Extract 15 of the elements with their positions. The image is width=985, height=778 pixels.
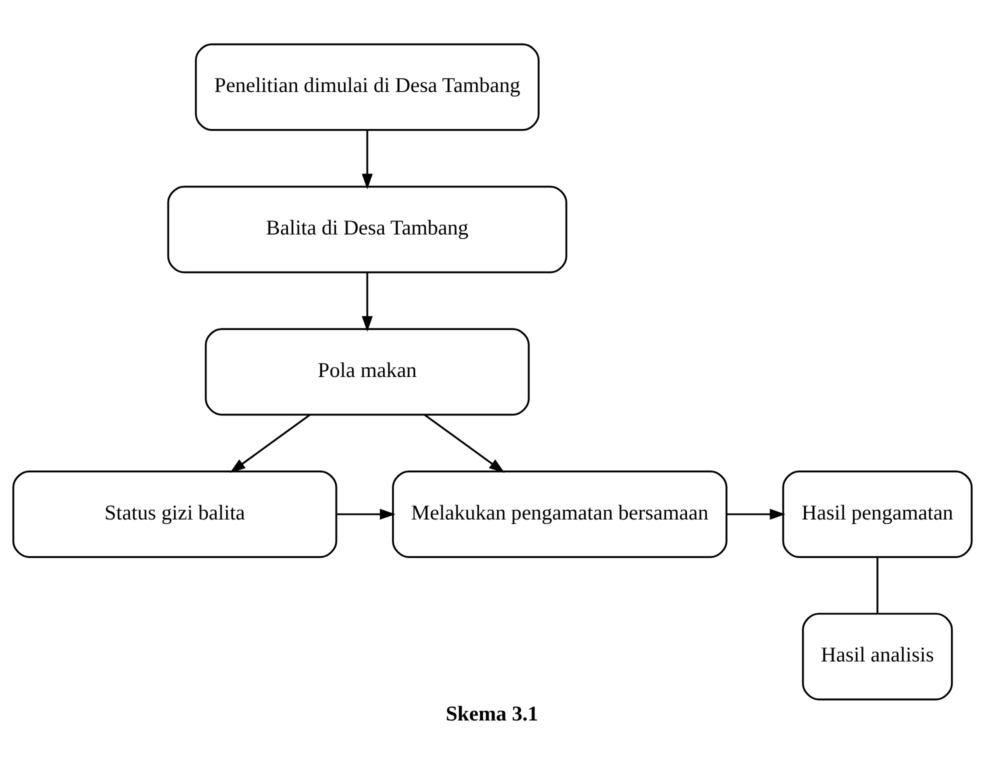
node-box: Balita di Desa Tambang [167, 186, 568, 274]
node-box: Status gizi balita [12, 470, 338, 558]
connector [876, 557, 878, 614]
node-box: Penelitian dimulai di Desa Tambang [194, 43, 540, 131]
arrow [424, 414, 505, 473]
arrow [336, 508, 396, 520]
caption: Skema 3.1 [446, 701, 538, 726]
arrow [726, 508, 786, 520]
node-box: Hasil analisis [802, 612, 953, 700]
arrow [230, 414, 311, 473]
arrow [362, 272, 373, 332]
node-box: Pola makan [204, 328, 530, 416]
arrow [362, 130, 373, 190]
node-box: Hasil pengamatan [782, 470, 973, 558]
node-box: Melakukan pengamatan bersamaan [392, 470, 728, 558]
